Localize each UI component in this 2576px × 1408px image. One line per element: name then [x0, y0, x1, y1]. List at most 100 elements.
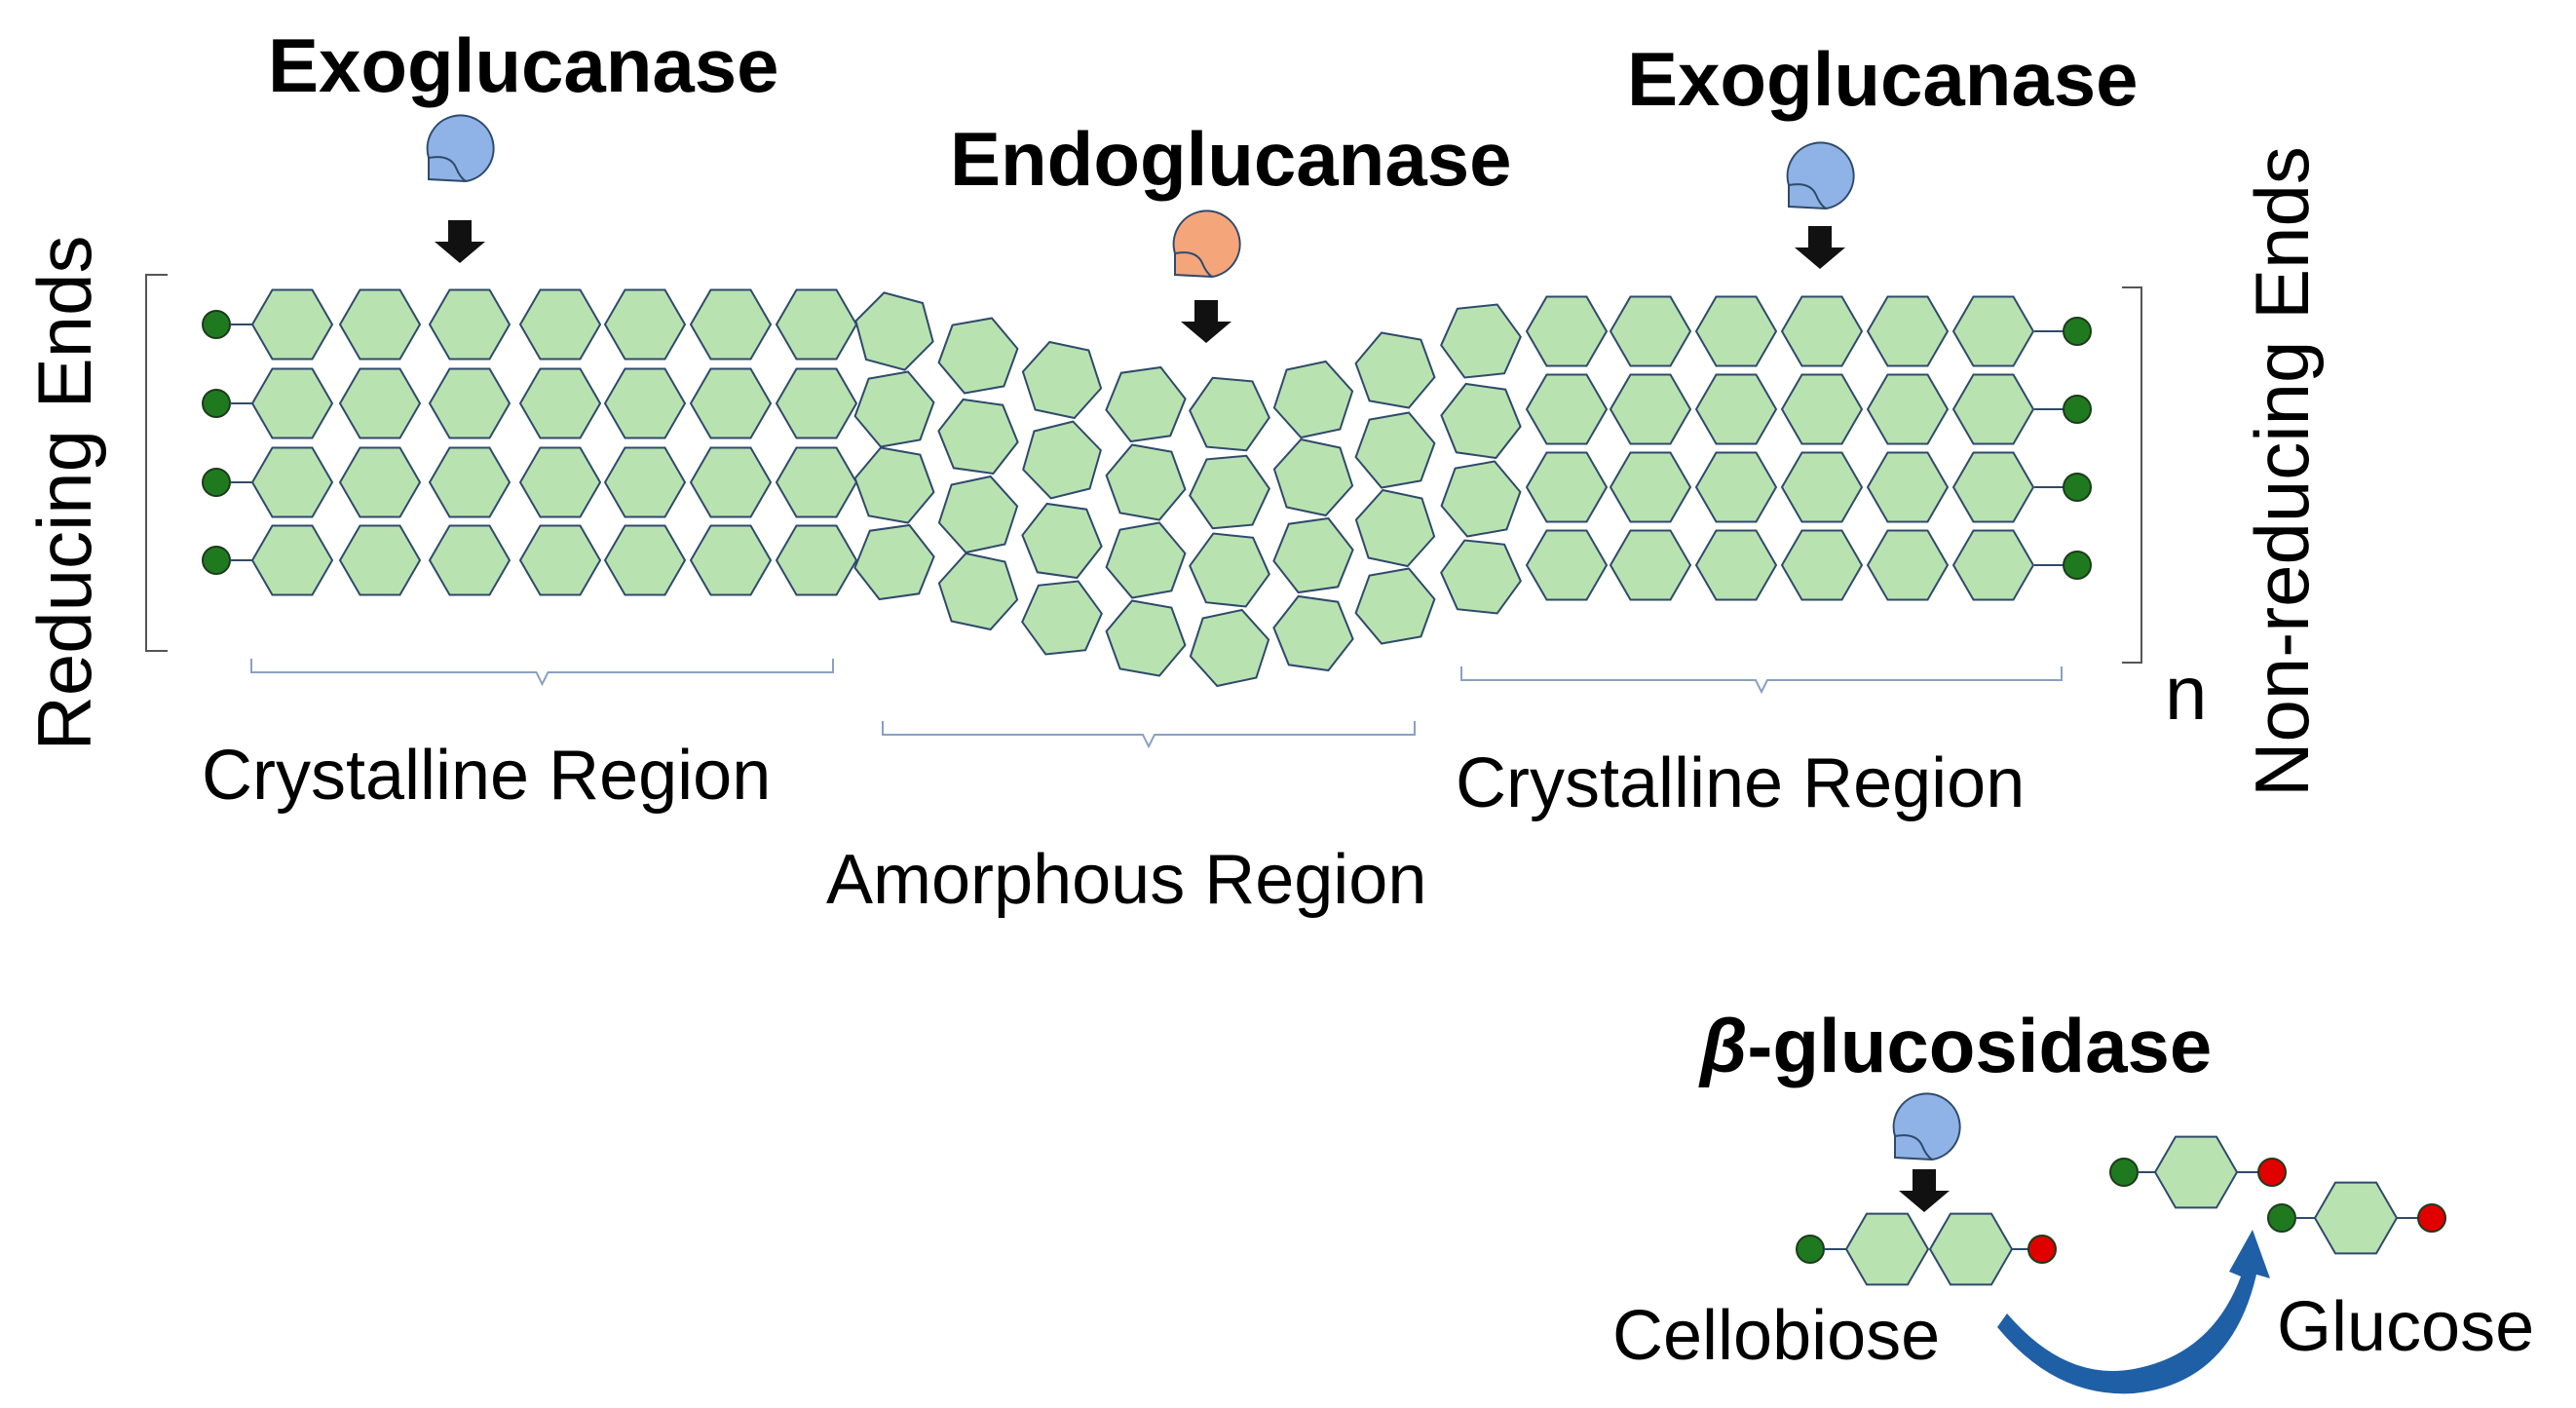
glucose-unit — [1272, 594, 1354, 672]
glucose-unit — [1866, 295, 1950, 367]
exoglucanase-left-label: Exoglucanase — [268, 22, 779, 108]
glucose-unit — [1354, 567, 1436, 645]
glucose-unit — [937, 475, 1019, 554]
glucose-unit — [853, 446, 935, 524]
cellobiose-unit — [1844, 1212, 1930, 1286]
non-reducing-end — [2063, 551, 2092, 580]
glucose-unit — [1525, 373, 1609, 445]
non-reducing-end — [2063, 473, 2092, 502]
glucose-unit — [775, 288, 858, 361]
glucose-unit — [1609, 295, 1692, 367]
amorphous-region-label: Amorphous Region — [826, 841, 1427, 919]
glucose-unit — [1105, 365, 1187, 443]
glucose-unit — [1189, 376, 1270, 452]
glucose-unit — [1694, 451, 1778, 523]
glucose-1-end — [2257, 1158, 2287, 1187]
beta-symbol: β — [1700, 1003, 1748, 1088]
glucose-unit — [1021, 340, 1103, 420]
glucose-unit — [1272, 516, 1354, 594]
glucose-1-reducing-end — [2109, 1158, 2139, 1187]
glucose-1-unit — [2153, 1135, 2239, 1209]
glucose-unit — [1694, 373, 1778, 445]
glucose-label: Glucose — [2277, 1288, 2535, 1366]
glucose-unit — [1951, 373, 2035, 445]
crystalline-region-right-label: Crystalline Region — [1456, 744, 2026, 822]
glucose-unit — [1189, 532, 1270, 608]
glucose-unit — [428, 288, 511, 361]
glucose-unit — [689, 288, 773, 361]
glucose-unit — [603, 288, 687, 361]
glucose-unit — [1780, 529, 1864, 601]
glucose-unit — [689, 524, 773, 596]
repeat-n-label: n — [2165, 650, 2208, 736]
glucose-unit — [853, 370, 935, 448]
beta-glucosidase-icon-notch — [1894, 1134, 1933, 1161]
glucose-unit — [428, 367, 511, 439]
glucose-unit — [338, 524, 422, 596]
exoglucanase-left-icon-notch — [428, 156, 467, 182]
conversion-arrow — [1997, 1230, 2270, 1394]
glucose-unit — [775, 367, 858, 439]
glucose-unit — [1866, 451, 1950, 523]
glucose-unit — [1272, 360, 1354, 439]
endoglucanase-icon — [1172, 209, 1241, 279]
glucose-unit — [1354, 331, 1436, 409]
glucose-unit — [518, 524, 602, 596]
glucose-unit — [1105, 443, 1187, 521]
glucose-unit — [1525, 451, 1609, 523]
glucose-unit — [338, 446, 422, 518]
glucose-unit — [937, 398, 1019, 476]
glucose-unit — [1951, 295, 2035, 367]
glucose-unit — [1105, 599, 1187, 677]
glucose-unit — [250, 288, 334, 361]
glucose-unit — [1609, 373, 1692, 445]
glucose-unit — [1189, 608, 1270, 688]
amorphous-brace — [882, 721, 1416, 749]
endoglucanase-icon-notch — [1174, 251, 1213, 278]
cellobiose-end — [2027, 1235, 2057, 1264]
non-reducing-end — [2063, 395, 2092, 424]
glucose-2-unit — [2313, 1181, 2399, 1255]
beta-glucosidase-text: -glucosidase — [1747, 1003, 2213, 1088]
glucose-unit — [1609, 451, 1692, 523]
endoglucanase-label: Endoglucanase — [950, 116, 1512, 202]
glucose-unit — [1951, 529, 2035, 601]
glucose-unit — [250, 367, 334, 439]
glucose-unit — [518, 288, 602, 361]
non-reducing-ends-label: Non-reducing Ends — [2239, 146, 2325, 797]
glucose-2-reducing-end — [2267, 1203, 2296, 1233]
glucose-unit — [1440, 303, 1522, 379]
exoglucanase-right-label: Exoglucanase — [1627, 36, 2139, 122]
glucose-unit — [1105, 521, 1187, 599]
glucose-unit — [1780, 451, 1864, 523]
glucose-unit — [1525, 529, 1609, 601]
endoglucanase-arrow — [1181, 300, 1231, 343]
beta-glucosidase-label: β-glucosidase — [1700, 1008, 2212, 1084]
glucose-unit — [689, 446, 773, 518]
cellobiose-reducing-end — [1796, 1235, 1825, 1264]
glucose-unit — [338, 367, 422, 439]
exoglucanase-right-icon — [1786, 141, 1855, 210]
non-reducing-end — [2063, 317, 2092, 346]
glucose-unit — [518, 367, 602, 439]
cellobiose-unit — [1928, 1212, 2014, 1286]
cellobiose-label: Cellobiose — [1612, 1297, 1941, 1375]
glucose-unit — [603, 524, 687, 596]
glucose-unit — [1440, 460, 1522, 538]
crystalline-left-brace — [250, 659, 834, 687]
glucose-unit — [1951, 451, 2035, 523]
reducing-end — [202, 310, 231, 339]
exoglucanase-right-arrow — [1795, 226, 1845, 269]
exoglucanase-left-arrow — [435, 220, 485, 263]
glucose-unit — [1272, 438, 1354, 517]
glucose-unit — [853, 523, 935, 601]
glucose-unit — [603, 446, 687, 518]
glucose-unit — [1694, 529, 1778, 601]
glucose-unit — [1189, 454, 1270, 530]
reducing-end — [202, 389, 231, 418]
glucose-unit — [428, 524, 511, 596]
glucose-unit — [250, 446, 334, 518]
glucose-unit — [1021, 580, 1103, 656]
glucose-unit — [1694, 295, 1778, 367]
